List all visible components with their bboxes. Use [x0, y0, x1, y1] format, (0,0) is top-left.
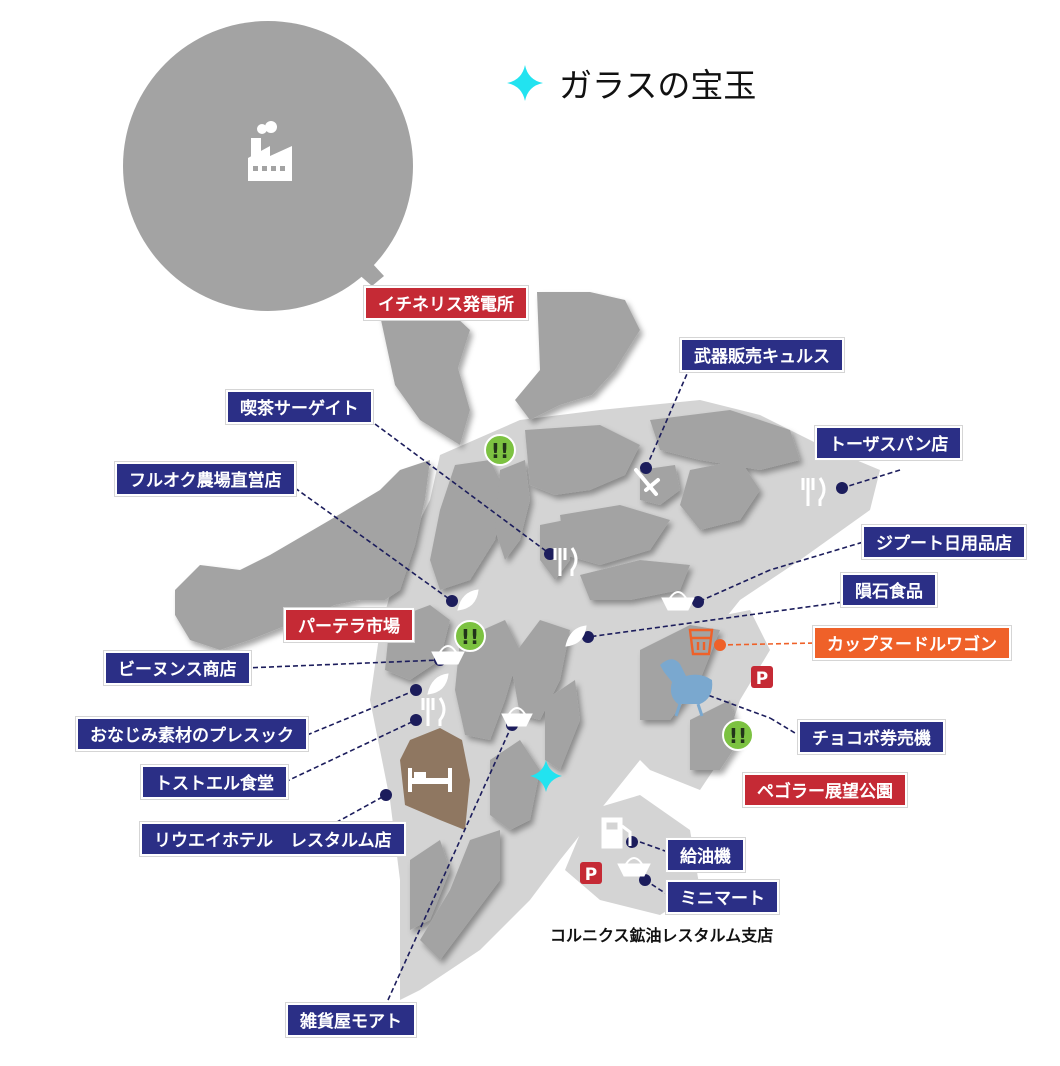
- leader-lines: [244, 366, 901, 1001]
- chocobo-icon: [660, 659, 713, 717]
- label-beenuns[interactable]: ビーヌンス商店: [104, 651, 251, 685]
- event-dot: [714, 639, 726, 651]
- fuel-pump-icon: [601, 817, 632, 849]
- basket-icon: [617, 857, 651, 877]
- poi-icons: [421, 468, 826, 877]
- svg-text:!!: !!: [491, 439, 509, 463]
- legend: ガラスの宝玉: [505, 58, 756, 108]
- label-gas-station-name: コルニクス鉱油レスタルム支店: [550, 926, 774, 945]
- leaf-icon: [565, 625, 587, 647]
- label-meteor-food[interactable]: 隕石食品: [841, 573, 937, 607]
- factory-icon: [248, 121, 292, 181]
- label-general-store[interactable]: ジプート日用品店: [862, 525, 1026, 559]
- basket-icon: [501, 707, 533, 727]
- label-power-plant[interactable]: イチネリス発電所: [364, 286, 528, 320]
- quest-icon: !!: [484, 434, 516, 466]
- label-cafe[interactable]: 喫茶サーゲイト: [226, 390, 373, 424]
- building-blocks: [175, 292, 800, 960]
- label-weapon-shop[interactable]: 武器販売キュルス: [680, 338, 844, 372]
- leaf-icon: [457, 589, 479, 611]
- crystal-sparkle-icon: [507, 65, 543, 101]
- leaf-icon: [427, 673, 449, 695]
- basket-icon: [661, 591, 695, 611]
- label-cup-noodle-wagon[interactable]: カップヌードルワゴン: [813, 626, 1011, 660]
- sword-icon: [634, 468, 660, 496]
- label-pleskk[interactable]: おなじみ素材のプレスック: [76, 717, 308, 751]
- svg-text:!!: !!: [729, 724, 747, 748]
- svg-text:P: P: [756, 669, 768, 689]
- label-park[interactable]: ペゴラー展望公園: [743, 773, 907, 807]
- bed-icon: [408, 768, 452, 792]
- label-minimart[interactable]: ミニマート: [666, 880, 779, 914]
- label-gas-pump[interactable]: 給油機: [666, 838, 745, 872]
- parking-icon: P: [580, 862, 602, 885]
- svg-text:P: P: [585, 865, 597, 885]
- quest-icon: !!: [722, 719, 754, 751]
- svg-text:!!: !!: [461, 625, 479, 649]
- fork-knife-icon: [553, 547, 578, 576]
- quest-icon: !!: [454, 620, 486, 652]
- label-variety-store[interactable]: 雑貨屋モアト: [286, 1003, 416, 1037]
- label-market[interactable]: パーテラ市場: [284, 608, 414, 642]
- power-plant-inset: [123, 21, 413, 311]
- crystal-marker-icon: [530, 760, 562, 792]
- label-diner[interactable]: トストエル食堂: [141, 765, 288, 799]
- quest-markers: !! !! !!: [454, 434, 754, 751]
- label-chocobo-ticket[interactable]: チョコボ券売機: [798, 720, 945, 754]
- parking-markers: P P: [580, 666, 773, 885]
- basket-icon: [431, 645, 465, 665]
- fork-knife-icon: [421, 697, 446, 726]
- cup-noodle-icon: [688, 628, 714, 656]
- legend-label: ガラスの宝玉: [559, 66, 757, 105]
- fork-knife-icon: [801, 477, 826, 506]
- label-farm-store[interactable]: フルオク農場直営店: [115, 462, 296, 496]
- hotel-building: [400, 728, 470, 830]
- label-bakery[interactable]: トーザスパン店: [815, 426, 963, 460]
- parking-icon: P: [751, 666, 773, 689]
- label-hotel[interactable]: リウエイホテル レスタルム店: [140, 822, 406, 856]
